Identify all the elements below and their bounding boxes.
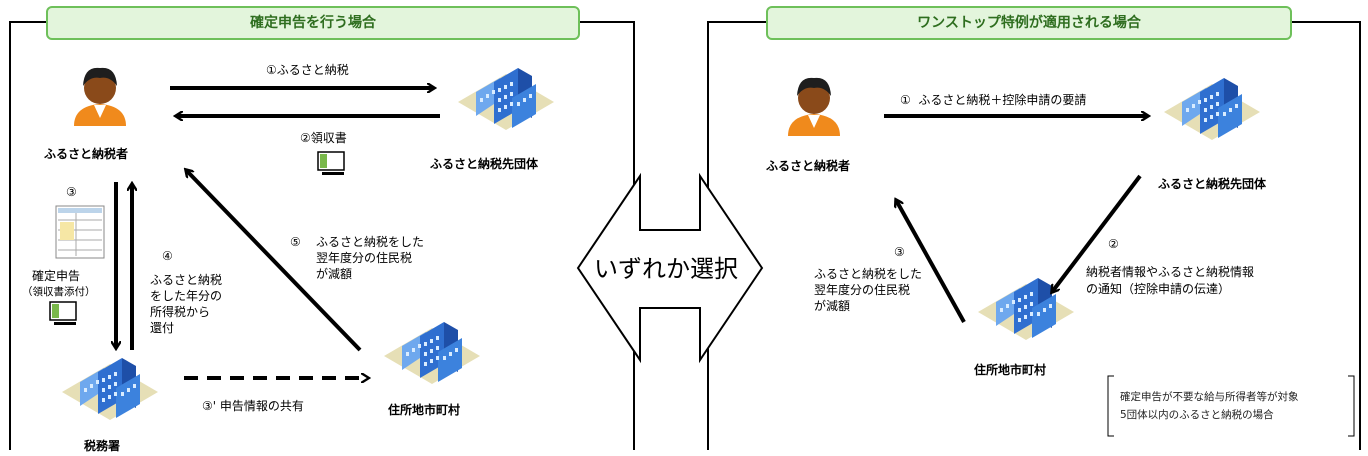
note-line-1: 確定申告が不要な給与所得者等が対象 [1120, 391, 1299, 403]
choice-double-arrow [576, 172, 764, 364]
right-step2-line-2: の通知（控除申請の伝達） [1086, 282, 1231, 296]
step1-label: ①ふるさと納税 [266, 63, 349, 77]
step3-number: ③ [66, 185, 77, 199]
step5-number: ⑤ [290, 235, 301, 249]
right-step1-label: ① ふるさと納税＋控除申請の要請 [900, 93, 1087, 107]
right-municipality-label: 住所地市町村 [974, 363, 1047, 377]
left-taxpayer-label: ふるさと納税者 [44, 147, 129, 161]
right-step3-line-3: が減額 [814, 299, 851, 313]
note-line-2: 5団体以内のふるさと納税の場合 [1120, 409, 1274, 421]
tax-form-icon [55, 205, 105, 259]
note-bracket [1107, 375, 1355, 437]
right-step2-number: ② [1108, 237, 1119, 251]
right-taxpayer-label: ふるさと納税者 [766, 159, 851, 173]
step4-line-3: 所得税から [150, 305, 211, 319]
right-step2-line-1: 納税者情報やふるさと納税情報 [1086, 265, 1255, 279]
arrow-r-step2 [1052, 174, 1142, 292]
left-panel-title: 確定申告を行う場合 [46, 6, 580, 40]
arrow-step5 [186, 170, 362, 352]
step4-line-2: をした年分の [150, 289, 223, 303]
receipt-icon [49, 301, 77, 326]
step4-line-4: 還付 [150, 321, 175, 335]
building-icon [458, 68, 554, 130]
step3-label: 確定申告 [32, 269, 81, 283]
step3-sub-label: （領収書添付） [22, 286, 96, 298]
left-municipality-label: 住所地市町村 [388, 403, 461, 417]
person-icon [74, 67, 126, 126]
right-step3-number: ③ [894, 245, 905, 259]
building-icon [978, 278, 1074, 340]
left-destination-label: ふるさと納税先団体 [430, 157, 539, 171]
step2-label: ②領収書 [300, 131, 347, 145]
receipt-icon [317, 151, 345, 176]
building-icon [384, 322, 480, 384]
building-icon [62, 358, 158, 420]
step3b-label: ③' 申告情報の共有 [202, 399, 304, 413]
step4-line-1: ふるさと納税 [150, 273, 223, 287]
step5-line-2: 翌年度分の住民税 [316, 251, 413, 265]
right-destination-label: ふるさと納税先団体 [1158, 177, 1267, 191]
arrow-r-step3 [896, 200, 966, 323]
right-step3-line-1: ふるさと納税をした [814, 267, 923, 281]
choice-label: いずれか選択 [594, 255, 738, 283]
right-panel-title: ワンストップ特例が適用される場合 [766, 6, 1292, 40]
step5-line-1: ふるさと納税をした [316, 235, 425, 249]
tax-office-label: 税務署 [84, 439, 121, 453]
step5-line-3: が減額 [316, 267, 353, 281]
person-icon [788, 77, 840, 136]
step4-number: ④ [162, 249, 173, 263]
right-step3-line-2: 翌年度分の住民税 [814, 283, 911, 297]
building-icon [1164, 78, 1260, 140]
